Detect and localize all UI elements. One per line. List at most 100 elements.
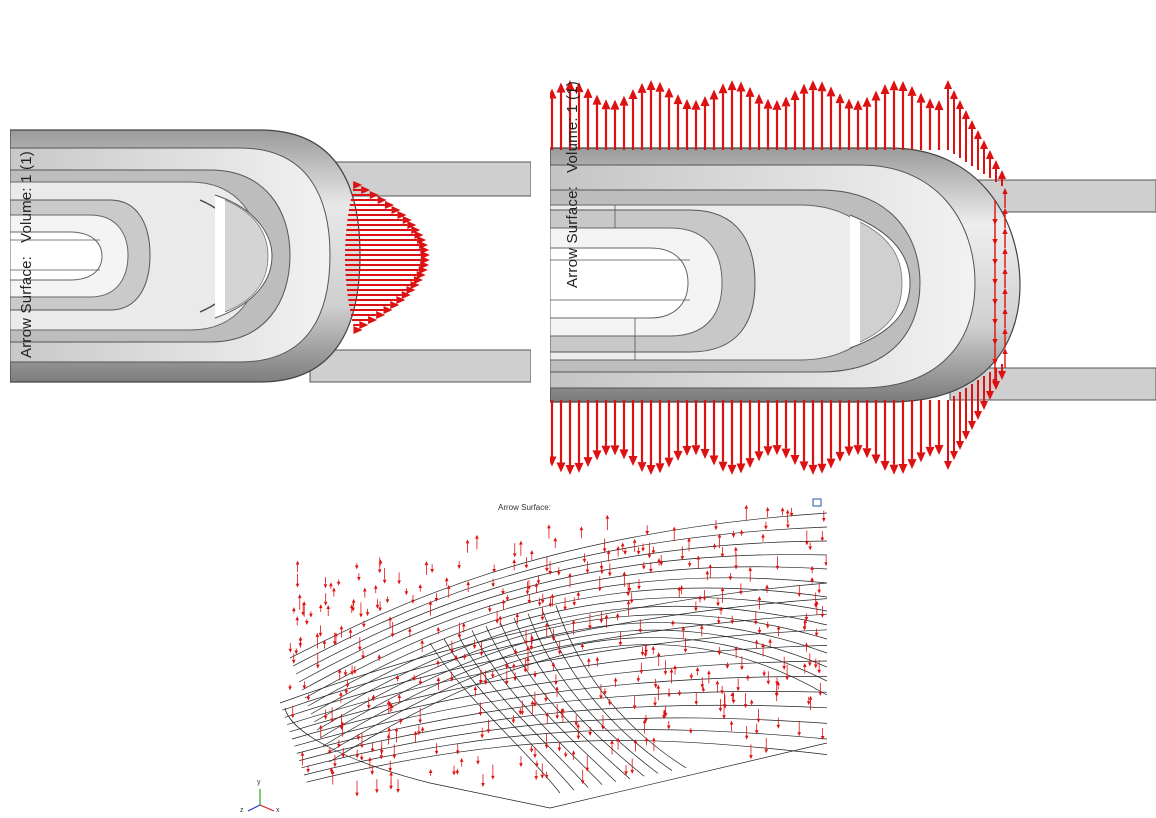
arrow-head xyxy=(822,518,826,523)
arrow-head xyxy=(667,693,671,698)
arrow-head xyxy=(292,607,296,612)
arrow-head xyxy=(673,665,677,670)
arrow-head xyxy=(479,652,484,657)
arrow-head xyxy=(563,606,567,611)
arrow-head xyxy=(748,566,753,571)
arrow-head xyxy=(519,540,523,545)
wireframe-edge xyxy=(279,582,827,704)
arrow-head xyxy=(824,562,827,567)
wireframe-edge xyxy=(287,629,827,725)
arrow-head xyxy=(642,719,647,724)
arrow-head xyxy=(394,727,399,732)
arrow-head xyxy=(580,642,585,647)
arrow-head xyxy=(525,590,530,595)
viewport-bottom-wireframe[interactable]: Arrow Surface: y z x xyxy=(230,493,827,818)
arrow-head xyxy=(756,718,761,723)
arrow-head xyxy=(402,215,412,225)
arrow-head xyxy=(560,708,564,713)
arrow-head xyxy=(991,160,1001,169)
arrow-head xyxy=(576,723,580,728)
arrow-head xyxy=(337,668,342,673)
arrow-head xyxy=(583,87,593,98)
arrow-head xyxy=(757,596,762,601)
arrow-head xyxy=(288,686,292,691)
arrow-head xyxy=(512,553,517,558)
arrow-head xyxy=(814,632,819,637)
arrow-head xyxy=(486,729,491,734)
arrow-head xyxy=(727,464,737,475)
arrow-head xyxy=(361,185,371,195)
arrow-head xyxy=(618,642,623,647)
view-icon[interactable] xyxy=(812,498,822,507)
arrow-head xyxy=(481,783,485,788)
arrow-head xyxy=(411,225,421,235)
arrow-head xyxy=(392,754,397,759)
arrow-head xyxy=(487,608,492,613)
arrow-head xyxy=(1002,268,1008,274)
arrow-head xyxy=(553,537,558,542)
arrow-head xyxy=(466,581,470,586)
arrow-head xyxy=(637,585,641,590)
wireframe-edge xyxy=(301,717,827,769)
arrow-head xyxy=(616,545,620,550)
arrow-head xyxy=(853,99,863,110)
arrow-head xyxy=(417,731,421,736)
wireframe-edge xyxy=(284,707,827,809)
arrow-head xyxy=(663,671,668,676)
arrow-head xyxy=(655,81,665,92)
viewport-top-left[interactable]: Arrow Surface: Volume: 1 (1) xyxy=(10,0,531,388)
arrow-head xyxy=(475,534,479,539)
arrow-head xyxy=(653,702,657,707)
arrow-head xyxy=(734,546,738,551)
arrow-head xyxy=(765,624,770,629)
arrow-head xyxy=(540,774,545,779)
arrow-head xyxy=(420,726,425,731)
arrow-head xyxy=(651,645,656,650)
wireframe-edge xyxy=(319,622,827,739)
arrow-head xyxy=(672,526,677,531)
arrow-head xyxy=(768,638,772,643)
arrow-head xyxy=(424,561,429,566)
arrow-head xyxy=(600,570,604,575)
triad-x-label: x xyxy=(276,807,280,814)
arrow-head xyxy=(420,639,424,644)
arrow-head xyxy=(698,595,702,600)
arrow-head xyxy=(608,572,612,577)
wireframe-edge xyxy=(541,609,673,771)
arrow-head xyxy=(627,587,632,592)
arrow-head xyxy=(413,730,418,735)
arrow-head xyxy=(623,551,627,556)
arrow-head xyxy=(653,684,658,689)
arrow-head xyxy=(967,421,977,430)
arrow-head xyxy=(646,464,656,475)
arrow-head xyxy=(754,451,764,462)
arrow-head xyxy=(682,446,692,457)
arrow-head xyxy=(889,80,899,91)
arrow-head xyxy=(333,763,337,768)
triad-z-label: z xyxy=(240,807,244,814)
arrow-head xyxy=(626,592,630,597)
arrow-head xyxy=(669,668,674,673)
arrow-head xyxy=(373,584,378,589)
arrow-head xyxy=(630,769,634,774)
wireframe-edge xyxy=(328,644,827,763)
arrow-head xyxy=(898,464,908,475)
arrow-head xyxy=(336,581,341,586)
arrow-head xyxy=(799,461,809,472)
arrow-head xyxy=(764,525,768,530)
arrow-head xyxy=(371,694,376,699)
arrow-head xyxy=(574,722,578,727)
arrow-head xyxy=(478,712,483,717)
arrow-head xyxy=(632,705,637,710)
viewport-top-right[interactable]: Arrow Surface: Volume: 1 (1) xyxy=(550,0,1156,480)
arrow-head xyxy=(529,645,534,650)
wireframe-edge xyxy=(307,587,827,707)
axes-triad-icon xyxy=(247,789,275,812)
arrow-head xyxy=(360,744,364,749)
arrow-head xyxy=(551,637,556,642)
arrow-head xyxy=(677,586,682,591)
arrow-head xyxy=(659,562,664,567)
arrow-head xyxy=(687,563,692,568)
model-geometry-right xyxy=(550,80,1156,475)
wireframe-edge xyxy=(555,605,687,769)
